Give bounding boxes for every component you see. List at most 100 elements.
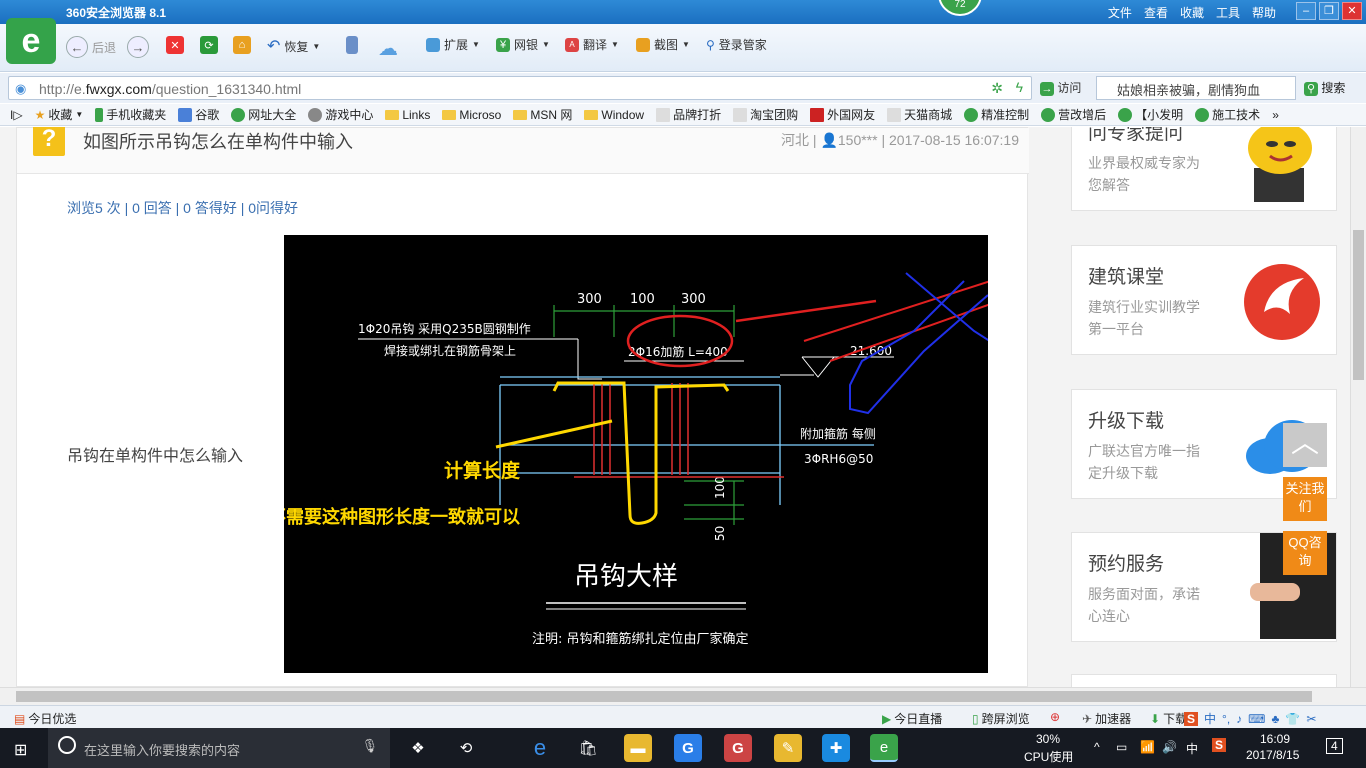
bookmark-item[interactable]: 淘宝团购 [733, 106, 798, 123]
sidebar-card-expert[interactable]: 问专家提问 业界最权威专家为您解答 [1071, 127, 1337, 211]
speed-badge[interactable]: 72 [938, 0, 982, 16]
bookmark-item[interactable]: 网址大全 [231, 106, 296, 123]
cloud-button[interactable]: ☁ [378, 36, 398, 61]
browser-taskbar-icon[interactable]: e [870, 734, 898, 762]
bank-button[interactable]: ¥ 网银 ▼ [496, 36, 550, 53]
scroll-top-button[interactable]: ︿ [1283, 423, 1327, 467]
tray-expand-icon[interactable]: ^ [1094, 740, 1100, 754]
wifi-icon[interactable]: 📶 [1140, 740, 1155, 754]
clock-time[interactable]: 16:09 [1260, 732, 1291, 746]
vertical-scrollbar[interactable] [1350, 127, 1366, 687]
menu-file[interactable]: 文件 [1107, 6, 1132, 20]
plus-app-icon[interactable]: ✚ [822, 734, 850, 762]
file-explorer-icon[interactable]: ▬ [624, 734, 652, 762]
cad-drawing-image[interactable]: 300 100 300 1Φ20吊钩 采用Q235B圆钢制作 焊接或绑扎在钢筋骨… [284, 235, 988, 673]
dim-50-vertical: 50 [713, 526, 727, 541]
search-input[interactable]: 姑娘相亲被骗，剧情狗血 [1096, 76, 1296, 100]
today-picks[interactable]: ▤ 今日优选 [14, 710, 76, 727]
translate-label: 翻译 [583, 38, 608, 52]
browser-logo-icon[interactable]: e [6, 18, 56, 64]
follow-us-button[interactable]: 关注我们 [1283, 477, 1327, 521]
edge-icon[interactable]: e [533, 735, 547, 760]
url-input[interactable]: ◉ http://e.fwxgx.com/question_1631340.ht… [8, 76, 1032, 100]
maximize-button[interactable]: ❐ [1319, 2, 1339, 20]
bookmark-item[interactable]: 品牌打折 [656, 106, 721, 123]
forward-button[interactable]: → [127, 36, 149, 58]
bookmark-item[interactable]: 游戏中心 [308, 106, 373, 123]
horizontal-scrollbar[interactable] [0, 687, 1366, 705]
network-device-icon[interactable]: ▭ [1116, 740, 1128, 754]
bookmark-folder[interactable]: MSN 网 [513, 106, 572, 123]
drawing-title: 吊钩大样 [574, 562, 678, 592]
ime-toolbar[interactable]: S 中 °, ♪ ⌨ ♣ 👕 ✂ [1184, 710, 1316, 727]
downloads[interactable]: ⬇ 下载 [1150, 710, 1187, 727]
punct-icon: °, [1222, 711, 1231, 726]
extend-button[interactable]: 扩展 ▼ [426, 36, 480, 53]
task-view-icon[interactable]: ❖ [411, 740, 425, 757]
folder-icon [442, 109, 457, 120]
bookmark-item[interactable]: 手机收藏夹 [95, 106, 166, 123]
status-record[interactable]: ⊕ [1050, 710, 1060, 724]
accelerator[interactable]: ✈ 加速器 [1082, 710, 1131, 727]
sogou-tray-icon[interactable]: S [1212, 738, 1227, 752]
sidebar-card-more[interactable] [1071, 674, 1337, 687]
more-bookmarks-icon[interactable]: » [1272, 107, 1279, 122]
home-button[interactable]: ⌂ [233, 36, 251, 54]
menu-favorites[interactable]: 收藏 [1179, 6, 1204, 20]
window-controls: – ❐ ✕ [1296, 2, 1362, 20]
screenshot-button[interactable]: 截图 ▼ [636, 36, 690, 53]
search-button[interactable]: ⚲ 搜索 [1304, 79, 1345, 96]
lightning-icon[interactable]: ϟ [1015, 79, 1023, 95]
scroll-thumb[interactable] [1353, 230, 1364, 380]
cross-screen[interactable]: ▯ 跨屏浏览 [972, 710, 1030, 727]
sidebar-card-classroom[interactable]: 建筑课堂 建筑行业实训教学第一平台 [1071, 245, 1337, 355]
sidebar-card-title: 升级下载 [1088, 411, 1165, 432]
restore-button[interactable]: ↶ 恢复 ▼ [267, 36, 320, 56]
bookmark-favorites[interactable]: ★收藏 ▼ [35, 106, 84, 123]
bookmark-item[interactable]: 精准控制 [964, 106, 1029, 123]
app-switch-icon[interactable]: ⟲ [459, 740, 473, 757]
minimize-button[interactable]: – [1296, 2, 1316, 20]
glodon-app-icon[interactable]: G [674, 734, 702, 762]
translate-button[interactable]: A 翻译 ▼ [565, 36, 619, 53]
mobile-button[interactable] [346, 36, 358, 54]
chat-icon [1195, 107, 1210, 122]
clock-date[interactable]: 2017/8/15 [1246, 748, 1300, 762]
glodon-app-2-icon[interactable]: G [724, 734, 752, 762]
bookmark-folder[interactable]: Links [385, 108, 430, 122]
stop-button[interactable]: ✕ [166, 36, 184, 54]
volume-icon[interactable]: 🔊 [1162, 740, 1177, 754]
dropdown-icon: ▼ [75, 110, 84, 119]
refresh-button[interactable]: ⟳ [200, 36, 218, 54]
bookmark-folder[interactable]: Window [584, 108, 644, 122]
close-button[interactable]: ✕ [1342, 2, 1362, 20]
ime-indicator[interactable]: 中 [1186, 742, 1199, 756]
menu-tools[interactable]: 工具 [1215, 6, 1240, 20]
visit-button[interactable]: → 访问 [1040, 79, 1081, 96]
sidebar-toggle-icon[interactable]: I▷ [10, 107, 23, 122]
qq-consult-button[interactable]: QQ咨询 [1283, 531, 1327, 575]
windows-start-icon[interactable]: ⊞ [14, 742, 28, 759]
notifications-badge[interactable]: 4 [1326, 738, 1343, 754]
back-button[interactable]: ← 后退 [66, 36, 116, 58]
bookmark-item[interactable]: 外国网友 [810, 106, 875, 123]
bookmark-folder[interactable]: Microso [442, 108, 501, 122]
taskbar-search[interactable]: 在这里输入你要搜索的内容 🎙 [48, 728, 390, 768]
store-icon[interactable]: 🛍 [578, 740, 598, 757]
security-icon[interactable]: ✲ [991, 80, 1003, 96]
scroll-thumb[interactable] [16, 691, 1312, 702]
bookmark-item[interactable]: 谷歌 [178, 106, 219, 123]
phone-icon [95, 107, 104, 122]
notes-app-icon[interactable]: ✎ [774, 734, 802, 762]
question-stats[interactable]: 浏览5 次 | 0 回答 | 0 答得好 | 0问得好 [67, 200, 299, 216]
bookmark-item[interactable]: 营改增后 [1041, 106, 1106, 123]
elevation-label: 21.600 [850, 344, 892, 358]
menu-help[interactable]: 帮助 [1251, 6, 1276, 20]
today-live[interactable]: ▶ 今日直播 [882, 710, 942, 727]
bookmark-item[interactable]: 施工技术 [1195, 106, 1260, 123]
menu-view[interactable]: 查看 [1143, 6, 1168, 20]
login-manager-button[interactable]: ⚲ 登录管家 [706, 36, 767, 53]
extend-label: 扩展 [444, 38, 469, 52]
bookmark-item[interactable]: 【小发明 [1118, 106, 1183, 123]
bookmark-item[interactable]: 天猫商城 [887, 106, 952, 123]
